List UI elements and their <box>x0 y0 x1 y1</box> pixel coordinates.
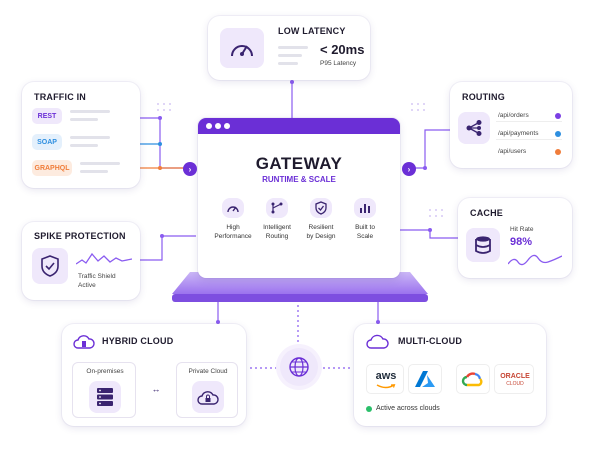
cache-label: Hit Rate <box>510 226 534 233</box>
latency-title: LOW LATENCY <box>278 26 346 36</box>
route-dot <box>555 113 561 119</box>
onprem-label: On-premises <box>86 368 124 375</box>
multi-status: Active across clouds <box>376 405 440 412</box>
globe-icon <box>280 348 318 386</box>
inbound-arrow-icon: › <box>183 162 197 176</box>
placeholder-line <box>80 162 120 165</box>
placeholder-line <box>80 170 108 173</box>
database-icon <box>466 228 500 262</box>
window-dot <box>215 123 221 129</box>
traffic-soap-pill: SOAP <box>32 134 62 150</box>
route-row: /api/payments <box>496 128 562 140</box>
outbound-arrow-icon: › <box>402 162 416 176</box>
traffic-graphql-pill: GRAPHQL <box>32 160 72 176</box>
traffic-in-card: TRAFFIC IN REST SOAP GRAPHQL <box>22 82 140 188</box>
placeholder-line <box>70 136 110 139</box>
speedometer-icon <box>220 28 264 68</box>
gauge-icon <box>222 198 244 218</box>
google-cloud-logo <box>456 364 490 394</box>
placeholder-line <box>278 54 302 57</box>
latency-caption: P95 Latency <box>320 60 357 67</box>
route-row: /api/orders <box>496 110 562 122</box>
status-dot <box>366 406 372 412</box>
route-dot <box>555 131 561 137</box>
gateway-subtitle: RUNTIME & SCALE <box>262 175 336 184</box>
gateway-titlebar <box>198 118 400 134</box>
traffic-rest-pill: REST <box>32 108 62 124</box>
low-latency-card: LOW LATENCY < 20ms P95 Latency <box>208 16 370 80</box>
cache-card: CACHE Hit Rate 98% <box>458 198 572 278</box>
route-dot <box>555 149 561 155</box>
oracle-cloud-text: CLOUD <box>506 381 524 387</box>
shield-check-icon <box>310 198 332 218</box>
route-label: /api/users <box>498 148 527 155</box>
cache-wave-chart <box>508 254 562 266</box>
server-icon <box>89 381 121 413</box>
placeholder-line <box>278 62 298 65</box>
cache-title: CACHE <box>470 208 504 218</box>
network-share-icon <box>458 112 490 144</box>
cloud-icon <box>364 332 390 352</box>
onprem-box: On-premises <box>72 362 136 418</box>
bidirectional-arrow-icon: ↔ <box>151 384 161 394</box>
spike-wave-chart <box>76 252 132 265</box>
hybrid-cloud-card: HYBRID CLOUD On-premises ↔ Private Cloud <box>62 324 246 426</box>
routing-card: ROUTING /api/orders /api/payments /api/u… <box>450 82 572 168</box>
cloud-building-icon <box>72 332 96 352</box>
placeholder-line <box>70 110 110 113</box>
placeholder-line <box>70 118 98 121</box>
multi-cloud-card: MULTI-CLOUD aws ORACLE CLOUD Active acro… <box>354 324 546 426</box>
traffic-title: TRAFFIC IN <box>34 92 86 102</box>
aws-logo: aws <box>366 364 404 394</box>
route-row: /api/users <box>496 146 562 158</box>
route-label: /api/orders <box>498 112 529 119</box>
shield-check-icon <box>32 248 68 284</box>
spike-title: SPIKE PROTECTION <box>34 231 126 241</box>
cloud-lock-icon <box>192 381 224 413</box>
azure-logo <box>408 364 442 394</box>
placeholder-line <box>70 144 98 147</box>
routing-title: ROUTING <box>462 92 505 102</box>
placeholder-line <box>278 46 308 49</box>
gateway-title: GATEWAY <box>255 154 343 173</box>
private-cloud-box: Private Cloud <box>176 362 238 418</box>
oracle-cloud-logo: ORACLE CLOUD <box>494 364 534 394</box>
multi-title: MULTI-CLOUD <box>398 336 463 346</box>
routing-icon <box>266 198 288 218</box>
oracle-logo-text: ORACLE <box>500 373 530 380</box>
window-dot <box>206 123 212 129</box>
aws-logo-text: aws <box>375 370 397 382</box>
hybrid-title: HYBRID CLOUD <box>102 336 174 346</box>
aws-smile-icon <box>376 384 396 389</box>
cache-value: 98% <box>510 236 533 248</box>
bar-chart-icon <box>354 198 376 218</box>
latency-value: < 20ms <box>320 42 365 57</box>
window-dot <box>224 123 230 129</box>
private-cloud-label: Private Cloud <box>188 368 228 375</box>
route-label: /api/payments <box>498 130 539 137</box>
